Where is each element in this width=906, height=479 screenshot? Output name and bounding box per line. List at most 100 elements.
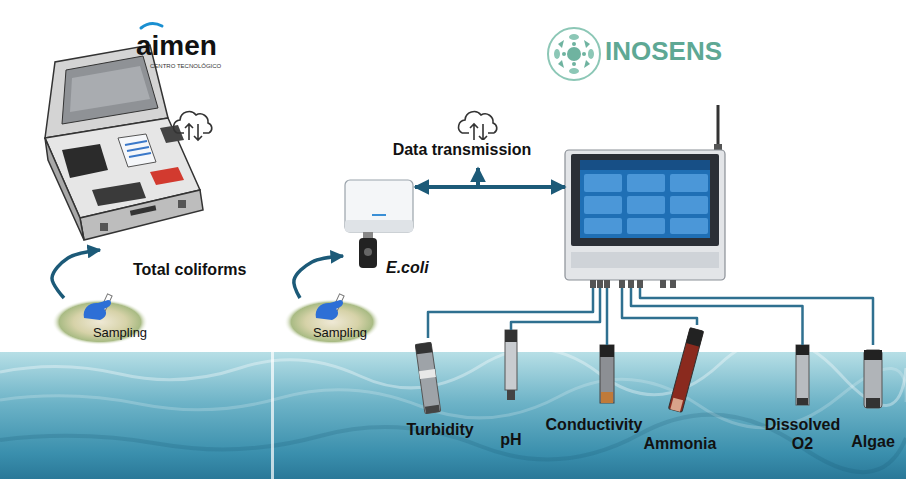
sensor-cable bbox=[511, 288, 600, 330]
water-surface bbox=[0, 338, 906, 405]
ammonia-sensor bbox=[670, 398, 683, 412]
portable-lab bbox=[130, 205, 156, 215]
inosens-logo-mark bbox=[584, 60, 590, 68]
algae-sensor bbox=[864, 350, 882, 408]
sensor-cable bbox=[606, 288, 609, 345]
sensor-cable bbox=[640, 288, 873, 345]
portable-lab bbox=[92, 182, 146, 206]
water-surface bbox=[0, 338, 906, 479]
turbidity-sensor bbox=[419, 369, 436, 379]
ammonia-sensor bbox=[668, 328, 703, 413]
water-analyzer: INOSENS bbox=[565, 145, 725, 288]
sampling-image: Sampling bbox=[282, 298, 382, 346]
inosens-logo-mark bbox=[569, 34, 579, 40]
conductivity-probe: Conductivity bbox=[599, 345, 615, 407]
dissolved-oxygen-sensor bbox=[797, 398, 808, 405]
multiparameter-analyzer bbox=[584, 196, 622, 214]
inosens-logo-mark bbox=[588, 49, 594, 59]
sampling-label: Sampling bbox=[313, 325, 367, 341]
ph-sensor bbox=[505, 330, 517, 342]
sensor-cable bbox=[428, 288, 593, 338]
brand-logo: INOSENS bbox=[605, 38, 722, 64]
turbidity-sensor bbox=[425, 405, 440, 414]
inosens-logo-mark bbox=[548, 28, 600, 80]
inosens-logo-mark bbox=[572, 42, 576, 46]
brand-logo: aimen bbox=[136, 32, 217, 60]
multiparameter-analyzer bbox=[565, 150, 725, 280]
inosens-logo-mark bbox=[572, 62, 576, 66]
flow-arrow bbox=[52, 250, 100, 298]
sensor-label: pH bbox=[500, 430, 521, 449]
multiparameter-analyzer bbox=[627, 218, 665, 234]
sampling-photo bbox=[284, 299, 380, 345]
multiparameter-analyzer bbox=[565, 105, 725, 288]
multiparameter-analyzer bbox=[571, 154, 719, 246]
sensor-label: Algae bbox=[851, 432, 895, 451]
turbidity-sensor bbox=[415, 342, 441, 414]
algae-probe: Algae bbox=[862, 345, 884, 409]
dissolved-oxygen-sensor bbox=[796, 345, 809, 405]
multiparameter-analyzer bbox=[628, 280, 634, 288]
ammonia-probe: Ammonia bbox=[680, 325, 714, 415]
oxygen-probe: Dissolved O2 bbox=[795, 345, 810, 409]
sampling-image: Sampling bbox=[50, 298, 150, 346]
multiparameter-analyzer bbox=[571, 252, 719, 268]
ecoli-reader bbox=[345, 220, 413, 232]
kit-label: Total coliforms bbox=[133, 260, 247, 279]
sensor-label: Dissolved O2 bbox=[761, 415, 845, 453]
sensor-cable bbox=[631, 288, 803, 345]
multiparameter-analyzer bbox=[660, 280, 666, 288]
turbidity-sensor bbox=[415, 342, 441, 414]
conductivity-sensor bbox=[601, 392, 613, 403]
conductivity-sensor bbox=[600, 345, 614, 357]
multiparameter-analyzer bbox=[637, 280, 643, 288]
water-surface bbox=[0, 352, 906, 479]
ph-sensor bbox=[505, 330, 517, 390]
multiparameter-analyzer bbox=[619, 280, 625, 288]
ph-probe: pH bbox=[503, 330, 519, 402]
ammonia-sensor bbox=[668, 328, 703, 413]
ph-sensor bbox=[507, 390, 515, 400]
ammonia-sensor bbox=[686, 328, 704, 347]
multiparameter-analyzer bbox=[670, 218, 708, 234]
portable-lab bbox=[125, 141, 151, 157]
multiparameter-analyzer bbox=[627, 196, 665, 214]
portable-lab bbox=[178, 200, 186, 208]
portable-lab bbox=[70, 66, 150, 112]
algae-sensor bbox=[864, 350, 882, 360]
portable-lab bbox=[62, 56, 158, 124]
multiparameter-analyzer bbox=[717, 105, 720, 150]
algae-sensor bbox=[866, 398, 880, 408]
inosens-logo-mark bbox=[558, 40, 564, 48]
ph-sensor bbox=[505, 330, 517, 400]
turbidity-probe: Turbidity bbox=[413, 338, 443, 418]
turbidity-sensor bbox=[415, 342, 432, 354]
multiparameter-analyzer bbox=[627, 174, 665, 192]
water-surface bbox=[0, 415, 906, 472]
multiparameter-analyzer bbox=[604, 280, 610, 288]
ecoli-reader bbox=[359, 238, 377, 268]
flow-arrow bbox=[415, 185, 565, 189]
cloud-icon bbox=[459, 112, 497, 140]
test-kit: Total coliforms bbox=[38, 42, 206, 250]
upload-arrow bbox=[476, 168, 480, 185]
flow-arrow bbox=[294, 256, 343, 298]
sensor-label: Ammonia bbox=[644, 434, 717, 453]
inosens-logo-mark bbox=[584, 40, 590, 48]
ecoli-reader bbox=[345, 180, 413, 232]
sensor-label: Conductivity bbox=[546, 415, 643, 434]
multiparameter-analyzer bbox=[584, 218, 622, 234]
inosens-logo-mark bbox=[562, 52, 566, 56]
sampling-photo bbox=[52, 299, 148, 345]
inosens-logo-mark bbox=[582, 52, 586, 56]
sampling-label: Sampling bbox=[93, 325, 147, 341]
portable-lab bbox=[150, 167, 184, 185]
multiparameter-analyzer bbox=[670, 196, 708, 214]
multiparameter-analyzer bbox=[584, 174, 622, 192]
logo-swoosh bbox=[141, 23, 162, 28]
ecoli-reader bbox=[364, 248, 372, 256]
ecoli-reader bbox=[363, 232, 373, 239]
